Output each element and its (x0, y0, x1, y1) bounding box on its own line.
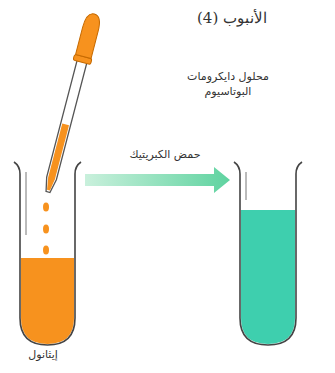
substance-label: إيثانول (3, 348, 83, 363)
dropper (39, 12, 103, 195)
reaction-arrow (85, 167, 230, 193)
reagent-label: محلول دايكرومات البوتاسيوم (178, 70, 278, 100)
tube-highlight (26, 172, 27, 235)
drop (43, 246, 49, 255)
tube-highlight (246, 172, 247, 200)
reagent-label: حمض الكبريتيك (100, 148, 230, 163)
drop (43, 225, 49, 234)
test-tube (234, 162, 302, 345)
drop (43, 203, 49, 212)
tube-number: الأنبوب (4) (167, 8, 297, 28)
ethanol-liquid (21, 258, 74, 344)
green-liquid (241, 210, 295, 344)
